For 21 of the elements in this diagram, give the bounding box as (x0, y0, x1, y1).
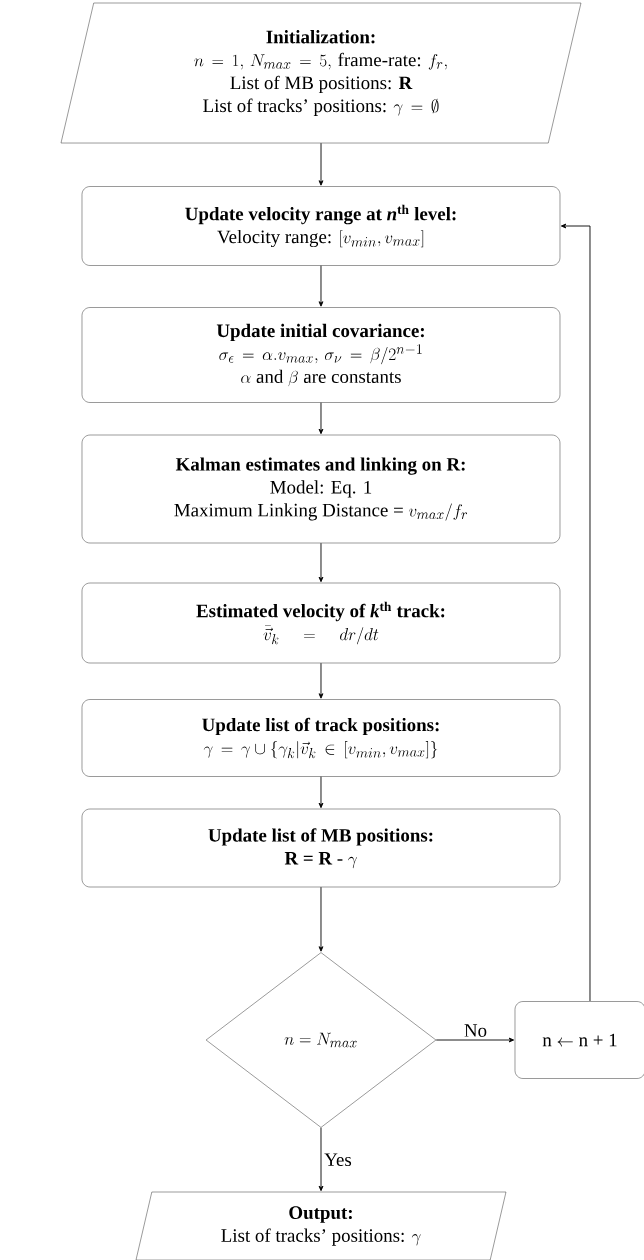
process-box: Update velocity range at n$^{th}$ level: $\text{Velocity range: } [v_{min}, v_{max}]$ (81, 186, 561, 266)
io-parallelogram: Output: $\text{List of tracks' positions: } \gamma$ (135, 1191, 507, 1260)
process-box: Update initial covariance: $\sigma_{\epsilon} \,=\, \alpha.v_{max},\, \sigma_{\nu} \,=\, \beta/2^{n-1}$ $\alpha \text{ and } \beta \text{ are constants}$ (81, 307, 561, 403)
arrow (318, 1127, 324, 1192)
arrow (318, 542, 324, 583)
arrow (318, 265, 324, 307)
process-box: Estimated velocity of k$^{th}$ track: $\bar{\vec{v}}_k \quad = \quad dr/dt$ (81, 582, 561, 664)
arrow (318, 142, 324, 186)
process-box: $\text{n} \leftarrow \text{n + 1}$ (514, 1001, 644, 1079)
arrow (318, 662, 324, 699)
arrow (318, 886, 324, 952)
process-box: Kalman estimates and linking on R: $\text{Model: Eq. 1}$ $\text{Maximum Linking Distance = } v_{max}/f_r$ (81, 434, 561, 544)
edge-label: Yes (323, 1152, 353, 1168)
io-parallelogram: Initialization: $n \,=\, 1,\, N_{max} \,=\, 5,\, \text{frame-rate: } f_r,$ $\text{List of MB positions: } \mathbf{R}$ $\text{List of tracks' positions: } \gamma \,=\, \emptyset$ (60, 2, 582, 144)
process-box: Update list of track positions: $\gamma \,=\, \gamma \cup \{\gamma_k | \vec{v}_k \,\in\, [v_{min}, v_{max}]\}$ (81, 699, 561, 777)
arrow (560, 223, 591, 1002)
arrow (318, 776, 324, 809)
arrow (435, 1037, 515, 1043)
process-box: Update list of MB positions: $\mathbf{R} \textbf{ = } \mathbf{R} \text{ - } \gamma$ (81, 808, 561, 888)
edge-label: No (462, 1023, 489, 1038)
arrow (318, 402, 324, 435)
